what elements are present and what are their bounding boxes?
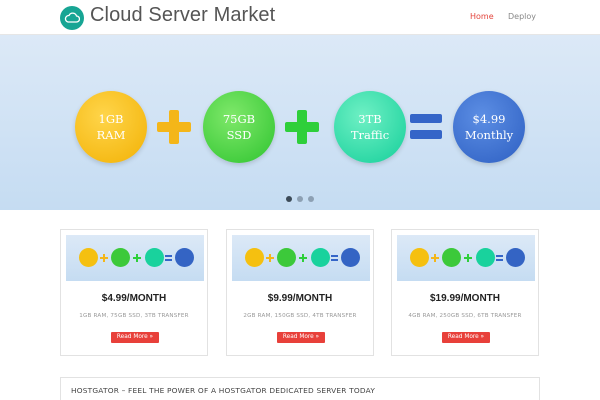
slider-dot-2[interactable]	[297, 196, 303, 202]
traffic-circle: 3TB Traffic	[334, 91, 406, 163]
thumb-traffic-circle	[476, 248, 495, 267]
ssd-circle: 75GB SSD	[203, 91, 275, 163]
plus-icon	[266, 254, 274, 262]
traffic-amount: 3TB	[358, 112, 382, 126]
equals-icon	[496, 255, 503, 261]
price-label: Monthly	[464, 128, 514, 142]
slider-dot-1[interactable]	[286, 196, 292, 202]
ssd-label: SSD	[226, 128, 252, 142]
plan-price[interactable]: $19.99/MONTH	[429, 293, 501, 304]
nav-home-link[interactable]: Home	[470, 12, 494, 21]
equals-icon	[165, 255, 172, 261]
plus-icon	[157, 110, 191, 144]
ram-label: RAM	[96, 128, 126, 142]
plan-thumbnail[interactable]	[397, 235, 535, 281]
plan-specs: 2GB RAM, 150GB SSD, 4TB TRANSFER	[243, 313, 357, 319]
ram-circle: 1GB RAM	[75, 91, 147, 163]
featured-post-panel: HOSTGATOR – FEEL THE POWER OF A HOSTGATO…	[60, 377, 540, 400]
ssd-amount: 75GB	[222, 112, 256, 126]
nav-deploy-link[interactable]: Deploy	[508, 12, 537, 21]
plan-card: $19.99/MONTH 4GB RAM, 250GB SSD, 6TB TRA…	[391, 229, 539, 356]
plus-icon	[100, 254, 108, 262]
plus-icon	[464, 254, 472, 262]
plan-card: $4.99/MONTH 1GB RAM, 75GB SSD, 3TB TRANS…	[60, 229, 208, 356]
thumb-price-circle	[341, 248, 360, 267]
equals-icon	[410, 114, 442, 140]
plan-price[interactable]: $4.99/MONTH	[101, 293, 167, 304]
thumb-price-circle	[175, 248, 194, 267]
plan-thumbnail[interactable]	[66, 235, 204, 281]
site-title[interactable]: Cloud Server Market	[90, 4, 276, 26]
thumb-traffic-circle	[311, 248, 330, 267]
site-header: Cloud Server Market Home Deploy	[0, 0, 600, 34]
thumb-ram-circle	[79, 248, 98, 267]
cloud-icon-glyph	[64, 12, 80, 23]
traffic-label: Traffic	[350, 128, 390, 142]
plan-card: $9.99/MONTH 2GB RAM, 150GB SSD, 4TB TRAN…	[226, 229, 374, 356]
equals-icon	[331, 255, 338, 261]
featured-post-title[interactable]: HOSTGATOR – FEEL THE POWER OF A HOSTGATO…	[71, 386, 376, 395]
price-amount: $4.99	[472, 112, 506, 126]
plan-price[interactable]: $9.99/MONTH	[267, 293, 333, 304]
thumb-ssd-circle	[442, 248, 461, 267]
thumb-ssd-circle	[277, 248, 296, 267]
thumb-ssd-circle	[111, 248, 130, 267]
thumb-ram-circle	[245, 248, 264, 267]
plan-thumbnail[interactable]	[232, 235, 370, 281]
hero-slider: 1GB RAM 75GB SSD 3TB Traffic $4.99 Month…	[0, 34, 600, 210]
plan-specs: 4GB RAM, 250GB SSD, 6TB TRANSFER	[408, 313, 522, 319]
thumb-ram-circle	[410, 248, 429, 267]
plan-specs: 1GB RAM, 75GB SSD, 3TB TRANSFER	[79, 313, 189, 319]
read-more-button[interactable]: Read More »	[277, 332, 325, 343]
thumb-traffic-circle	[145, 248, 164, 267]
plus-icon	[285, 110, 319, 144]
slider-dot-3[interactable]	[308, 196, 314, 202]
read-more-button[interactable]: Read More »	[442, 332, 490, 343]
thumb-price-circle	[506, 248, 525, 267]
plus-icon	[299, 254, 307, 262]
read-more-button[interactable]: Read More »	[111, 332, 159, 343]
ram-amount: 1GB	[98, 112, 124, 126]
plus-icon	[431, 254, 439, 262]
cloud-icon[interactable]	[60, 6, 84, 30]
plus-icon	[133, 254, 141, 262]
price-circle: $4.99 Monthly	[453, 91, 525, 163]
